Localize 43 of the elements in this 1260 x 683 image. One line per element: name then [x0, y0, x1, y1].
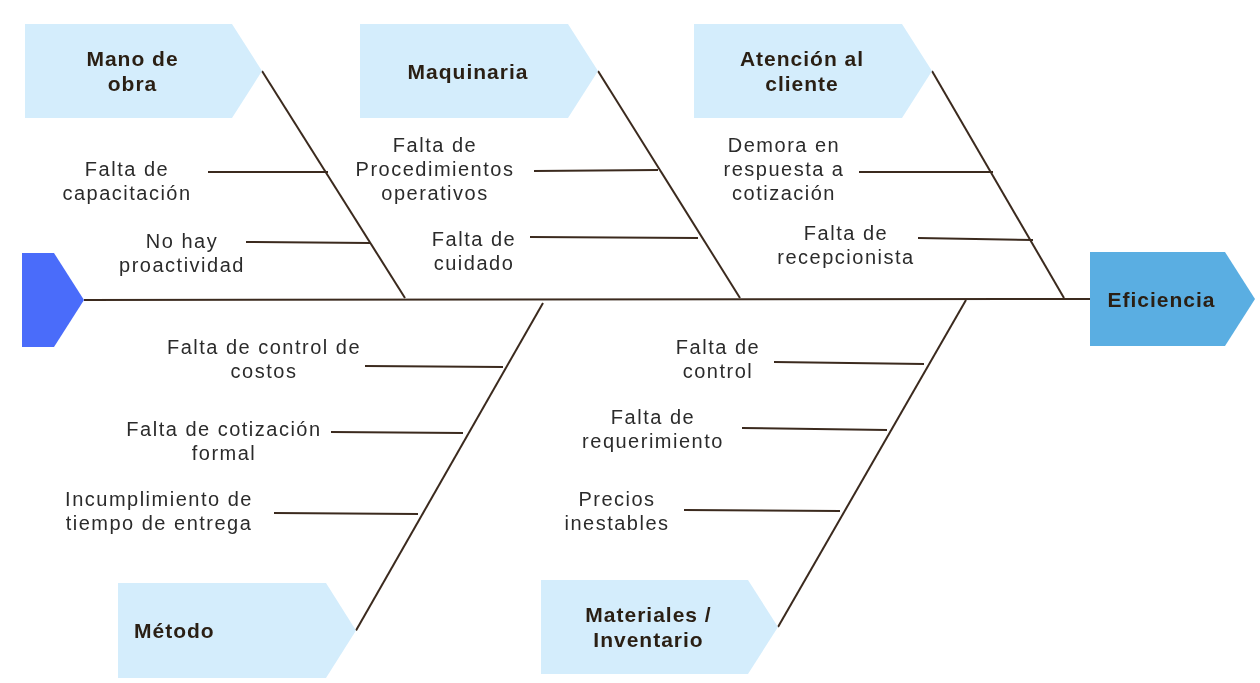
cause-line: [773, 361, 925, 365]
cause-label: Demora en respuesta a cotización: [709, 132, 859, 206]
category-arrow-box: [541, 580, 778, 674]
bone-line: [777, 299, 967, 628]
cause-label: No hay proactividad: [118, 228, 246, 278]
category-arrow-box: [25, 24, 262, 118]
cause-label: Falta de capacitación: [46, 156, 208, 206]
cause-label: Incumplimiento de tiempo de entrega: [44, 486, 274, 536]
category-label: Mano de obra: [85, 46, 180, 96]
category-label: Materiales / Inventario: [584, 602, 713, 652]
cause-label: Falta de control: [662, 334, 774, 384]
category-label: Método: [134, 618, 215, 643]
cause-label: Falta de cuidado: [418, 226, 530, 276]
cause-line: [917, 237, 1034, 241]
category-arrow-box: [118, 583, 356, 678]
cause-line: [741, 427, 888, 431]
bone-line: [355, 302, 544, 632]
cause-line: [364, 365, 504, 368]
category-arrow-box: [360, 24, 598, 118]
category-label: Atención al cliente: [738, 46, 866, 96]
fish-tail-arrow: [22, 253, 84, 347]
cause-line: [533, 169, 659, 172]
bone-line: [931, 70, 1065, 299]
cause-label: Falta de requerimiento: [564, 404, 742, 454]
bone-line: [261, 70, 406, 299]
cause-label: Falta de Procedimientos operativos: [336, 132, 534, 206]
cause-line: [330, 431, 464, 434]
cause-line: [245, 241, 371, 244]
cause-line: [529, 236, 699, 239]
bone-line: [597, 70, 741, 299]
cause-line: [273, 512, 419, 515]
cause-line: [683, 509, 841, 512]
cause-line: [858, 171, 994, 173]
cause-line: [207, 171, 329, 173]
cause-label: Precios inestables: [550, 486, 684, 536]
effect-arrow-box: [1090, 252, 1255, 346]
spine-line: [83, 298, 1091, 301]
category-label: Maquinaria: [407, 58, 529, 84]
category-arrow-box: [694, 24, 932, 118]
cause-label: Falta de cotización formal: [117, 416, 331, 466]
effect-label: Eficiencia: [1107, 286, 1216, 312]
cause-label: Falta de recepcionista: [774, 220, 918, 270]
cause-label: Falta de control de costos: [163, 334, 365, 384]
